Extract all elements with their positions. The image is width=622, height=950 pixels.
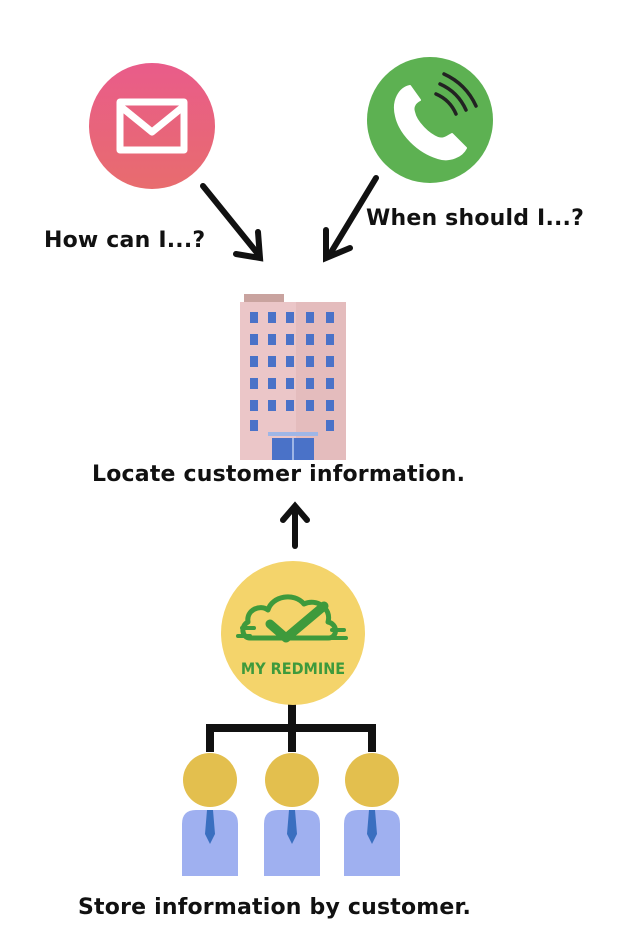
- office-building-icon: [238, 292, 348, 460]
- logo-text: MY REDMINE: [241, 659, 345, 678]
- user-icon: [260, 752, 324, 876]
- building-caption: Locate customer information.: [92, 462, 466, 487]
- user-icon: [178, 752, 242, 876]
- org-connector: [206, 702, 376, 752]
- phone-icon: [366, 56, 494, 184]
- bottom-caption: Store information by customer.: [78, 895, 471, 920]
- user-icon: [340, 752, 404, 876]
- phone-question-label: When should I...?: [366, 206, 585, 231]
- arrow-email-to-building: [200, 183, 264, 262]
- arrow-up-to-building: [280, 501, 310, 549]
- cloud-checkmark-logo: MY REDMINE: [220, 560, 366, 706]
- email-question-label: How can I...?: [44, 228, 206, 253]
- email-icon: [88, 62, 216, 190]
- arrow-phone-to-building: [323, 175, 379, 263]
